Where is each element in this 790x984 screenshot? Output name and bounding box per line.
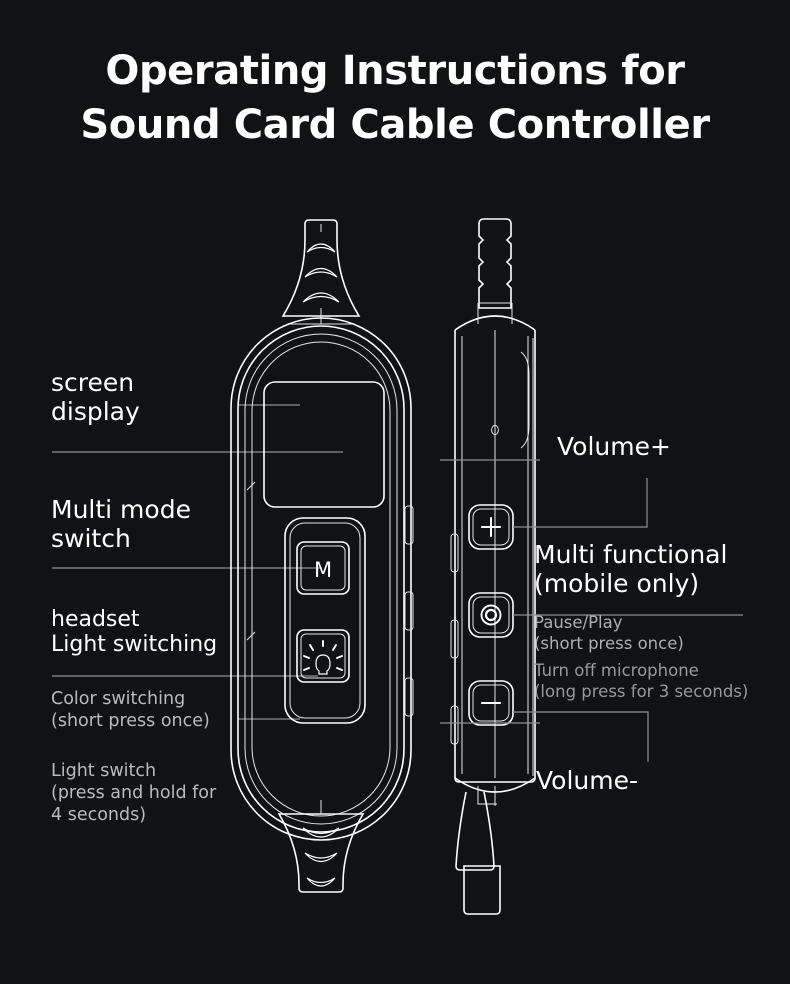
callout-light-switch: Light switch (press and hold for 4 secon…	[51, 761, 217, 826]
chevron-down-1	[302, 827, 340, 838]
screen-display	[263, 381, 385, 508]
body-outline-inner	[244, 333, 398, 825]
chevron-up-1	[306, 243, 336, 253]
body-outline-outer	[230, 317, 412, 841]
button-panel	[284, 517, 366, 724]
callout-multi-functional: Multi functional (mobile only)	[534, 540, 728, 598]
side-button-b[interactable]	[450, 619, 459, 659]
side-buttons-left-device[interactable]	[404, 505, 414, 717]
light-bulb-rays-icon	[303, 640, 343, 675]
body-outline-mid	[237, 325, 405, 833]
side-button-2[interactable]	[404, 591, 414, 631]
page-title-line-1: Operating Instructions for	[105, 48, 685, 94]
page-title-line-2: Sound Card Cable Controller	[80, 102, 710, 148]
page-title: Operating Instructions for Sound Card Ca…	[0, 44, 790, 152]
multi-function-button-inner	[472, 596, 510, 634]
callout-color-switching: Color switching (short press once)	[51, 689, 210, 732]
body-dome-bottom	[454, 777, 536, 793]
callout-turn-off-microphone: Turn off microphone (long press for 3 se…	[534, 661, 749, 701]
body-outline-inner-2	[251, 341, 391, 817]
plus-icon	[481, 517, 501, 537]
side-button-1[interactable]	[404, 505, 414, 545]
bottom-stem-seam	[320, 800, 355, 815]
light-switch-button-inner	[300, 633, 346, 679]
side-button-3[interactable]	[404, 677, 414, 717]
left-device-front-view: M	[230, 219, 414, 893]
cable-chevrons-up	[302, 243, 340, 303]
leader-lines-right	[440, 459, 743, 762]
chevron-up-3	[302, 292, 340, 303]
callout-volume-up: Volume+	[557, 432, 671, 461]
letter-m-icon: M	[314, 558, 332, 582]
plug-strain-relief	[478, 218, 512, 309]
leader-volume-up	[513, 478, 648, 528]
bottom-cable-stem	[277, 813, 365, 893]
volume-up-button-inner	[472, 508, 510, 546]
callout-screen-display: screen display	[51, 368, 140, 426]
button-panel-inner	[289, 522, 361, 719]
right-device-side-view	[450, 218, 536, 915]
multi-mode-button[interactable]	[296, 541, 350, 595]
bottom-cable-end	[463, 865, 501, 915]
chevron-down-3	[306, 877, 336, 887]
edge-bevel-top	[520, 351, 530, 449]
side-buttons-right-device[interactable]	[450, 533, 459, 745]
circle-target-icon	[480, 604, 502, 626]
multi-mode-button-inner	[300, 545, 346, 591]
side-button-c[interactable]	[450, 705, 459, 745]
cable-chevrons-down	[302, 827, 340, 887]
bottom-dome-seam	[477, 786, 497, 805]
chevron-up-2	[304, 267, 338, 278]
callout-volume-down: Volume-	[536, 766, 639, 795]
top-cable-stem	[281, 219, 361, 317]
dome-seam-lines	[477, 302, 513, 324]
leader-lines-left	[52, 404, 343, 720]
multi-function-button[interactable]	[468, 592, 514, 638]
volume-down-button-inner	[472, 684, 510, 722]
bottom-cable-boot	[455, 791, 495, 871]
chevron-down-2	[304, 852, 338, 863]
volume-down-button[interactable]	[468, 680, 514, 726]
body-dome-top	[454, 315, 536, 331]
side-button-a[interactable]	[450, 533, 459, 573]
body-seam-notches	[246, 481, 256, 641]
body-strip-outline	[454, 330, 536, 783]
leader-volume-down	[513, 711, 649, 762]
callout-headset-light-switching: headset Light switching	[51, 607, 218, 658]
microphone-pinhole-icon	[491, 424, 499, 436]
callout-pause-play: Pause/Play (short press once)	[534, 613, 684, 653]
light-switch-button[interactable]	[296, 629, 350, 683]
callout-multi-mode-switch: Multi mode switch	[51, 495, 191, 553]
volume-up-button[interactable]	[468, 504, 514, 550]
